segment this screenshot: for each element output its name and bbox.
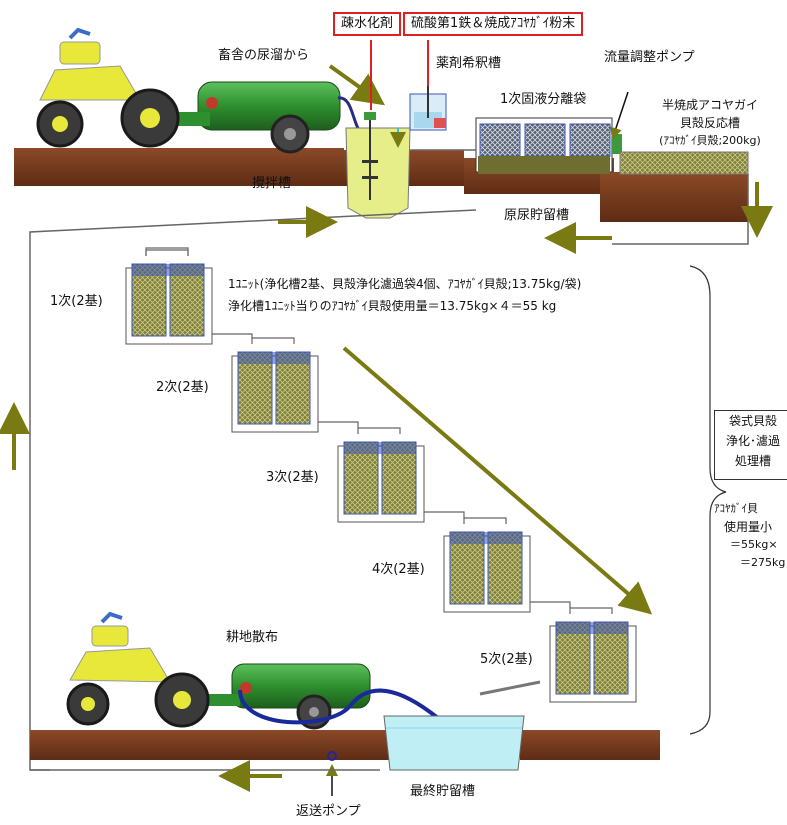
bottom-ground xyxy=(30,730,660,760)
stage-tank-1-bag-tops xyxy=(132,264,204,276)
side-usage-line-1: ｱｺﾔｶﾞｲ貝 xyxy=(714,502,758,515)
reaction-tank-line-2: 貝殻反応槽 xyxy=(679,116,740,130)
dilution-tank-label: 薬剤希釈槽 xyxy=(436,56,502,71)
stage-tank-1 xyxy=(125,249,253,345)
field-spread-label: 耕地散布 xyxy=(226,630,279,645)
urine-storage-label: 原尿貯留槽 xyxy=(504,208,570,223)
purification-stages xyxy=(125,247,637,703)
stage-tank-3-inlet xyxy=(357,427,401,434)
bag-treatment-box: 袋式貝殻 浄化･濾過 処理槽 xyxy=(714,410,787,480)
iron-sulfate-label: 硫酸第1鉄＆焼成ｱｺﾔｶﾞｲ粉末 xyxy=(403,12,584,36)
stage-tank-2 xyxy=(231,337,359,433)
stage-tank-1-inlet xyxy=(145,249,189,256)
stage-tank-3-outlet xyxy=(424,511,465,518)
stage-tank-4-outlet xyxy=(530,601,571,608)
stage-tank-4-bag-tops xyxy=(450,532,522,544)
stage-tank-5-inlet xyxy=(569,607,613,614)
reaction-tank-line-1: 半焼成アコヤガイ xyxy=(661,98,758,112)
bottom-tractor-icon xyxy=(66,611,371,730)
stage-tank-1-outlet xyxy=(212,333,253,338)
reaction-tank-line-3: (ｱｺﾔｶﾞｲ貝殻;200kg) xyxy=(659,134,761,147)
manure-pit-label: 畜舎の尿溜から xyxy=(218,48,310,63)
bag-treatment-line-1: 袋式貝殻 xyxy=(728,414,777,428)
stage-label-2: 2次(2基) xyxy=(156,380,209,395)
dewatering-agent-label: 疎水化剤 xyxy=(333,12,402,36)
bag-treatment-line-3: 処理槽 xyxy=(734,454,771,468)
stage-tank-4 xyxy=(443,517,571,613)
stage-tank-4-inlet xyxy=(463,517,507,524)
flow-pump-label: 流量調整ポンプ xyxy=(604,50,695,65)
usage-description: 浄化槽1ﾕﾆｯﾄ当りのｱｺﾔｶﾞｲ貝殻使用量＝13.75kg×４＝55 kg xyxy=(228,299,557,313)
mixing-tank-label: 攪拌槽 xyxy=(252,176,292,191)
side-usage-line-4: ＝275kg xyxy=(740,556,786,569)
stage-tank-2-bag-tops xyxy=(238,352,310,364)
mixing-tank-icon xyxy=(345,112,411,219)
stage-tank-2-outlet xyxy=(318,421,359,428)
stage-tank-3 xyxy=(337,427,465,523)
stage-label-5: 5次(2基) xyxy=(480,652,533,667)
side-usage-line-2: 使用量小 xyxy=(724,520,773,534)
flow-pump-pointer xyxy=(610,91,629,140)
cascade-flow-arrow xyxy=(342,346,653,615)
stage-feed-pipe xyxy=(145,247,189,256)
stage-label-4: 4次(2基) xyxy=(372,562,425,577)
final-storage-label: 最終貯留槽 xyxy=(410,784,476,799)
final-storage-tank-icon xyxy=(383,715,525,771)
shell-reaction-tank-icon xyxy=(619,151,749,175)
side-usage-line-3: ＝55kg× xyxy=(730,538,778,551)
side-usage-note: ｱｺﾔｶﾞｲ貝 使用量小 ＝55kg× ＝275kg xyxy=(714,500,787,572)
stage-label-3: 3次(2基) xyxy=(266,470,319,485)
stage-tank-5 xyxy=(479,607,637,703)
dilution-tank-icon xyxy=(390,86,447,148)
return-pump-label: 返送ポンプ xyxy=(296,804,361,819)
bag-treatment-line-2: 浄化･濾過 xyxy=(725,434,780,448)
stage-tank-2-inlet xyxy=(251,337,295,344)
stage-label-1: 1次(2基) xyxy=(50,294,103,309)
right-brace xyxy=(689,265,727,735)
stage-tank-3-bag-tops xyxy=(344,442,416,454)
manure-flow-arrow xyxy=(328,64,386,106)
separation-bag-tank-icon xyxy=(475,117,622,174)
unit-description: 1ﾕﾆｯﾄ(浄化槽2基、貝殻浄化濾過袋4個、ｱｺﾔｶﾞｲ貝殻;13.75kg/袋… xyxy=(228,277,582,291)
stage-tank-5-outlet xyxy=(479,680,541,696)
stage-tank-5-bag-tops xyxy=(556,622,628,634)
top-tractor-icon xyxy=(36,27,362,154)
reaction-tank-label: 半焼成アコヤガイ 貝殻反応槽 (ｱｺﾔｶﾞｲ貝殻;200kg) xyxy=(636,96,784,150)
separation-bag-label: 1次固液分離袋 xyxy=(500,92,587,107)
return-pump-icon xyxy=(327,751,337,761)
